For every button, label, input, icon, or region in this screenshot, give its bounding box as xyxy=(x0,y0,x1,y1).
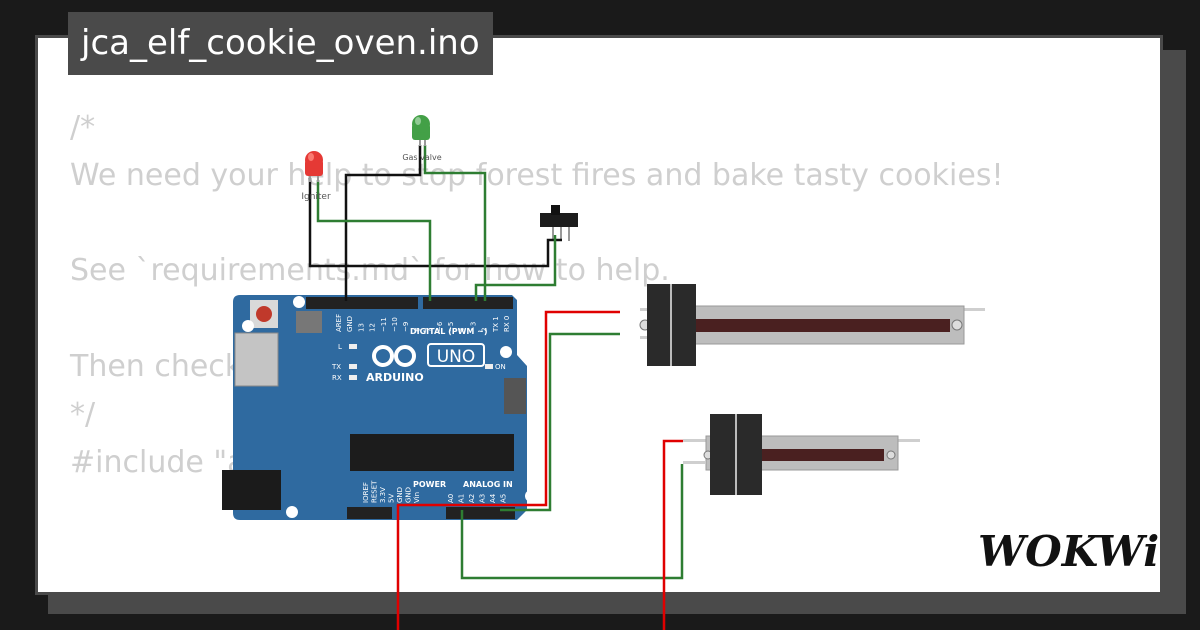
pin-label: GND xyxy=(346,316,354,332)
power-header-label: POWER xyxy=(413,480,446,489)
pin-label: 3.3V xyxy=(379,487,387,503)
pin-label: ~6 xyxy=(436,321,444,332)
arduino-model-label: UNO xyxy=(437,347,476,367)
pin-label: A5 xyxy=(500,494,508,503)
code-line: /* xyxy=(70,110,96,145)
pin-label: AREF xyxy=(335,314,343,332)
gas-valve-led-label: Gas valve xyxy=(402,153,441,162)
pin-label: A1 xyxy=(458,494,466,503)
wires xyxy=(308,145,684,630)
pin-label: A4 xyxy=(489,493,497,503)
pin-label: 5V xyxy=(388,494,396,503)
pin-label: TX 1 xyxy=(492,316,500,333)
code-line: */ xyxy=(70,396,96,432)
igniter-led-label: Igniter xyxy=(301,192,331,202)
project-title: jca_elf_cookie_oven.ino xyxy=(68,12,493,75)
code-line: See `requirements.md` for how to help. xyxy=(70,253,670,289)
pin-label: 13 xyxy=(357,323,365,332)
pin-label: Vin xyxy=(413,492,421,503)
gas-valve-led[interactable]: Gas valve xyxy=(402,115,442,162)
pin-label: ~5 xyxy=(447,322,455,332)
pin-label: A2 xyxy=(468,494,476,503)
pin-label: RESET xyxy=(371,480,379,503)
pin-label: ~10 xyxy=(391,317,399,332)
pin-label: ~11 xyxy=(380,317,388,332)
pin-label: GND xyxy=(396,487,404,503)
led-label-rx: RX xyxy=(332,374,342,382)
pin-label: 7 xyxy=(425,328,433,332)
pin-label: 8 xyxy=(413,328,421,332)
led-label-on: ON xyxy=(495,363,506,371)
arduino-uno-board[interactable]: UNO ARDUINO DIGITAL (PWM ~) POWER ANALOG… xyxy=(222,295,537,520)
pin-label: ~3 xyxy=(469,322,477,332)
pin-label: GND xyxy=(405,487,413,503)
pin-label: A0 xyxy=(447,494,455,503)
pin-label: 4 xyxy=(458,327,466,332)
igniter-led[interactable]: Igniter xyxy=(301,151,331,202)
pin-label: 2 xyxy=(481,328,489,332)
led-label-l: L xyxy=(338,343,342,351)
pin-label: A3 xyxy=(479,494,487,503)
digital-header-label: DIGITAL (PWM ~) xyxy=(410,327,488,336)
wokwi-logo: WOKWi xyxy=(978,527,1159,576)
pin-label: RX 0 xyxy=(503,316,511,332)
led-label-tx: TX xyxy=(331,363,341,371)
slide-potentiometer-2[interactable] xyxy=(683,414,920,495)
pin-label: 12 xyxy=(369,323,377,332)
wokwi-logo-text: WOKWi xyxy=(978,527,1159,576)
slide-potentiometer-1[interactable] xyxy=(639,284,985,366)
arduino-brand-label: ARDUINO xyxy=(366,371,424,384)
code-line: Then check xyxy=(70,348,243,384)
analog-header-label: ANALOG IN xyxy=(463,480,513,489)
pin-label: ~9 xyxy=(402,322,410,332)
slide-switch[interactable] xyxy=(540,205,578,241)
pin-label: IOREF xyxy=(362,482,370,503)
code-line: static const uint8_t ignite_pin = 2; // … xyxy=(70,582,1160,592)
